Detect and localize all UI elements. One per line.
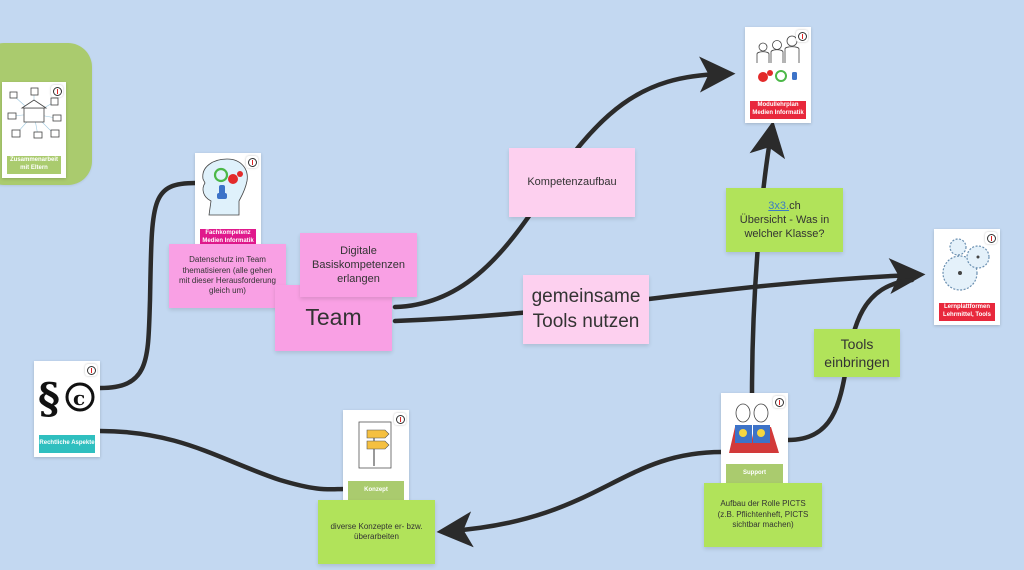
compass-badge-icon [85,364,97,376]
svg-text:c: c [73,386,85,410]
sticky-text: Aufbau der Rolle PICTS (z.B. Pflichtenhe… [717,499,809,530]
sticky-text: Kompetenzaufbau [527,176,617,189]
connector-rechtliche-fachkompetenz[interactable] [97,180,199,391]
sticky-diverse-konzepte[interactable]: diverse Konzepte er- bzw. überarbeiten [318,500,435,564]
superheroes-icon [729,403,779,453]
sticky-text: gemeinsame Tools nutzen [531,285,641,332]
head-gears-icon [202,158,248,216]
sticky-link-line: 3x3.ch [768,199,800,213]
people-gears-icon [756,35,800,82]
sticky-gemeinsame-tools[interactable]: gemeinsame Tools nutzen [523,275,649,344]
card-rechtliche[interactable]: § c Rechtliche Aspekte [34,361,100,457]
card-label: Zusammenarbeit mit Eltern [7,156,61,174]
link-suffix: ch [789,199,801,212]
connector-support-modullehrplan[interactable] [749,120,786,398]
card-konzept[interactable]: Konzept [343,410,409,506]
sticky-aufbau-picts[interactable]: Aufbau der Rolle PICTS (z.B. Pflichtenhe… [704,483,822,547]
sticky-digitale-basiskompetenzen[interactable]: Digitale Basiskompetenzen erlangen [300,233,417,297]
signpost-icon [358,421,392,469]
sticky-datenschutz[interactable]: Datenschutz im Team thematisieren (alle … [169,244,286,308]
card-modullehrplan[interactable]: Modullehrplan Medien Informatik [745,27,811,123]
card-label: Support [726,464,783,484]
compass-badge-icon [985,232,997,244]
paragraph-copyright-icon: § c [38,374,95,423]
card-label: Fachkompetenz Medien Informatik [200,229,256,247]
card-label: Lernplattformen Lehrmittel, Tools [939,303,995,321]
connector-rechtliche-konzept[interactable] [97,428,348,492]
sticky-text: Übersicht - Was in welcher Klasse? [739,213,830,241]
sticky-uebersicht[interactable]: 3x3.ch Übersicht - Was in welcher Klasse… [726,188,843,252]
card-label: Modullehrplan Medien Informatik [750,101,806,119]
sticky-text: Datenschutz im Team thematisieren (alle … [179,255,276,296]
gears-icon [942,238,990,291]
school-network-icon [7,87,62,139]
connector-team-lernplattformen[interactable] [392,258,926,324]
compass-badge-icon [796,30,808,42]
compass-badge-icon [394,413,406,425]
sticky-text: Tools einbringen [824,335,890,370]
connector-support-konzepte[interactable] [436,449,725,548]
card-fachkompetenz[interactable]: Fachkompetenz Medien Informatik [195,153,261,251]
compass-badge-icon [51,85,63,97]
svg-text:§: § [38,374,60,423]
compass-badge-icon [773,396,785,408]
compass-badge-icon [246,156,258,168]
card-label: Rechtliche Aspekte [39,435,95,453]
card-zusammenarbeit[interactable]: Zusammenarbeit mit Eltern [2,82,66,178]
card-label: Konzept [348,481,404,501]
card-lernplattformen[interactable]: Lernplattformen Lehrmittel, Tools [934,229,1000,325]
sticky-tools-einbringen[interactable]: Tools einbringen [814,329,900,377]
sticky-kompetenzaufbau[interactable]: Kompetenzaufbau [509,148,635,217]
sticky-text: Digitale Basiskompetenzen erlangen [312,244,405,286]
sticky-text: Team [305,304,362,331]
link-3x3[interactable]: 3x3. [768,199,790,212]
card-support[interactable]: Support [721,393,788,489]
sticky-text: diverse Konzepte er- bzw. überarbeiten [330,521,423,541]
